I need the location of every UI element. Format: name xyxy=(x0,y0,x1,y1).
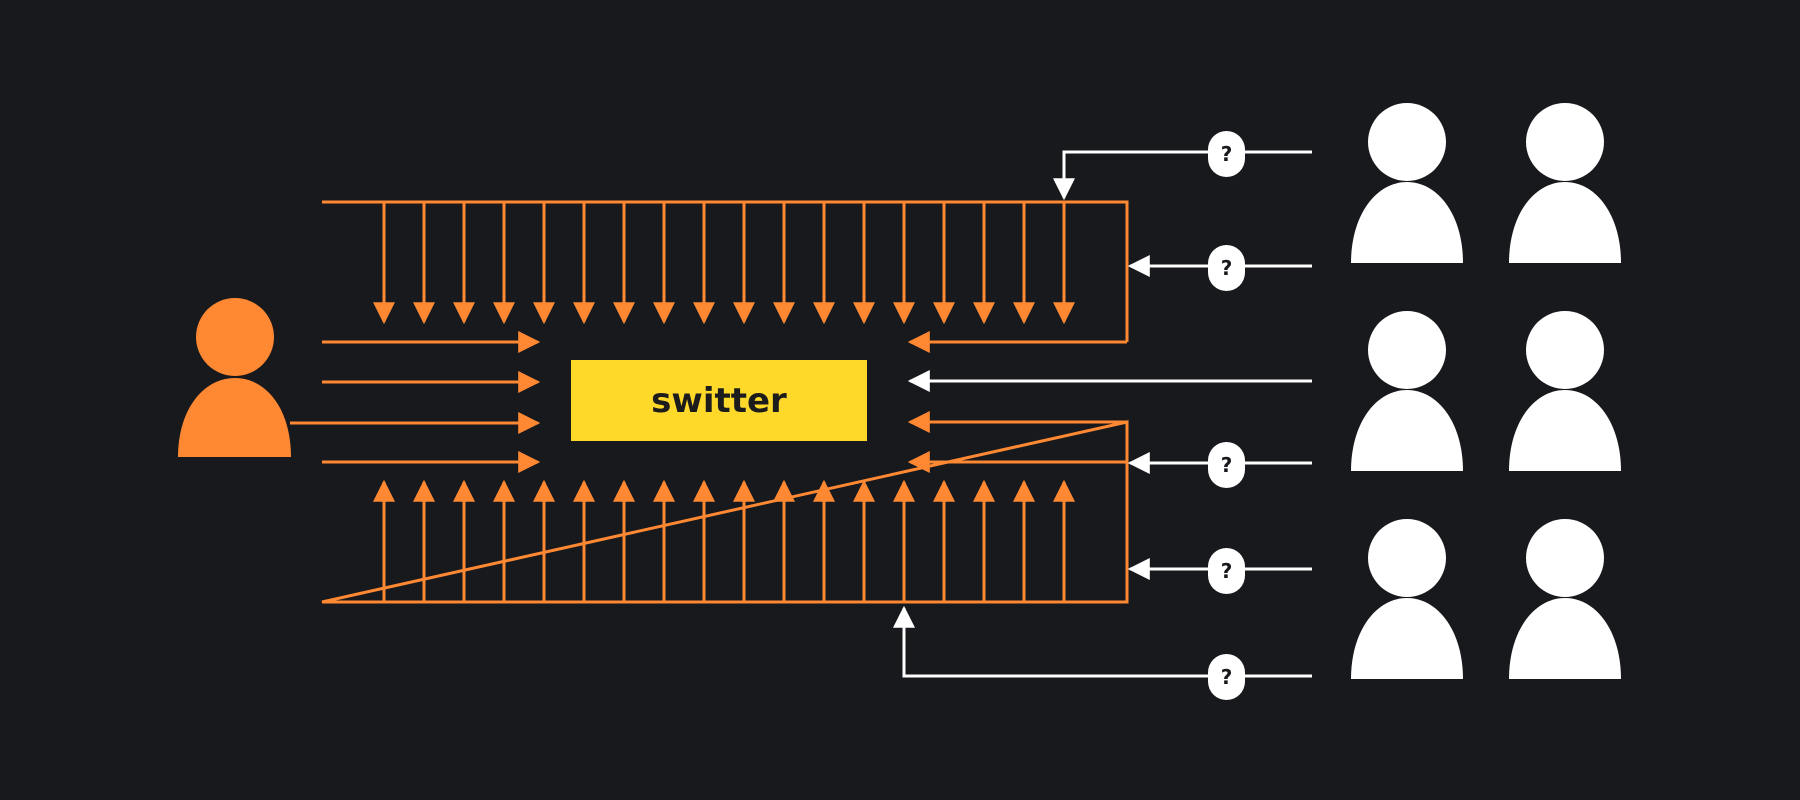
switch-label: switter xyxy=(651,381,787,421)
left-arrow-row xyxy=(290,331,541,473)
right-arrow-row xyxy=(907,331,1127,473)
outside-people xyxy=(1351,103,1621,679)
top-arrow-row xyxy=(373,202,1075,325)
svg-text:?: ? xyxy=(1221,142,1233,166)
incoming-path xyxy=(1053,150,1312,201)
bottom-arrow-row xyxy=(373,479,1075,602)
incoming-paths xyxy=(893,150,1312,678)
outside-person-icon xyxy=(1351,519,1463,679)
unknown-markers: ? ? ? ? ? xyxy=(1208,131,1245,700)
incoming-path xyxy=(893,605,1312,678)
svg-text:?: ? xyxy=(1221,665,1233,689)
unknown-marker: ? xyxy=(1208,654,1245,700)
unknown-marker: ? xyxy=(1208,245,1245,291)
switch-node xyxy=(571,360,867,441)
svg-text:?: ? xyxy=(1221,453,1233,477)
unknown-marker: ? xyxy=(1208,131,1245,177)
central-person-icon xyxy=(178,298,291,457)
svg-text:?: ? xyxy=(1221,559,1233,583)
outside-person-icon xyxy=(1509,103,1621,263)
unknown-marker: ? xyxy=(1208,442,1245,488)
outside-person-icon xyxy=(1509,519,1621,679)
routing-frame xyxy=(321,200,1129,604)
outside-person-icon xyxy=(1351,311,1463,471)
outside-person-icon xyxy=(1509,311,1621,471)
unknown-marker: ? xyxy=(1208,548,1245,594)
outside-person-icon xyxy=(1351,103,1463,263)
svg-text:?: ? xyxy=(1221,256,1233,280)
